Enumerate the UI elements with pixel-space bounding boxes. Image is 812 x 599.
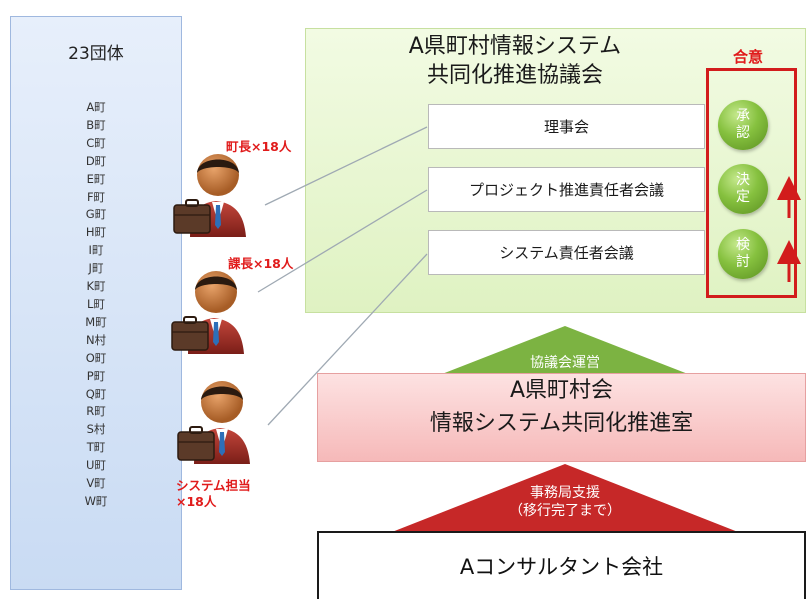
approve-label: 承認 (736, 108, 750, 141)
municipality-item: J町 (88, 261, 104, 276)
municipality-item: P町 (86, 368, 106, 383)
system-leaders-meeting-box: システム責任者会議 (428, 230, 705, 275)
consultant-box: Aコンサルタント会社 (317, 531, 806, 599)
secretariat-line1: A県町村会 (509, 378, 614, 403)
secretariat-line2: 情報システム共同化推進室 (429, 411, 694, 436)
decide-label: 決定 (736, 172, 750, 205)
staff-label-line2: ×18人 (176, 494, 217, 509)
board-meeting-box: 理事会 (428, 104, 705, 149)
municipality-panel: 23団体 A町 B町 C町 D町 E町 F町 G町 H町 I町 J町 K町 L町… (10, 16, 182, 590)
council-title-line2: 共同化推進協議会 (426, 63, 603, 88)
municipality-item: S村 (86, 422, 106, 437)
council-title: A県町村情報システム 共同化推進協議会 (360, 32, 670, 90)
project-leaders-meeting-box: プロジェクト推進責任者会議 (428, 167, 705, 212)
support-label: 事務局支援 （移行完了まで） (390, 484, 740, 520)
municipality-item: D町 (85, 153, 107, 168)
municipality-item: L町 (87, 296, 105, 311)
chief-connector (257, 189, 428, 293)
municipality-item: B町 (86, 117, 106, 132)
chief-count-label: 課長×18人 (228, 256, 294, 271)
municipality-item: W町 (84, 493, 108, 508)
staff-person-icon (177, 381, 250, 464)
municipality-item: F町 (86, 189, 106, 204)
agreement-label: 合意 (733, 48, 764, 66)
municipality-item: R町 (86, 404, 106, 419)
mayor-connector (264, 126, 428, 206)
municipality-item: E町 (86, 171, 106, 186)
secretariat-box (317, 373, 806, 462)
municipality-item: A町 (86, 100, 106, 114)
municipality-count-title: 23団体 (68, 44, 124, 64)
support-triangle (392, 464, 738, 532)
support-line1: 事務局支援 (530, 485, 600, 501)
municipality-item: G町 (85, 207, 107, 222)
municipality-item: H町 (85, 225, 107, 240)
municipality-item: O町 (85, 350, 107, 365)
staff-connector (267, 253, 428, 426)
operation-label: 協議会運営 (530, 355, 600, 371)
municipality-item: M町 (85, 314, 107, 329)
operation-triangle (442, 326, 688, 374)
approve-circle: 承認 (718, 100, 768, 150)
mayor-person-icon (173, 154, 246, 237)
municipality-item: T町 (86, 440, 106, 455)
secretariat-title: A県町村会 情報システム共同化推進室 (317, 374, 806, 440)
support-line2: （移行完了まで） (509, 503, 621, 519)
municipality-list: A町 B町 C町 D町 E町 F町 G町 H町 I町 J町 K町 L町 M町 N… (11, 99, 181, 511)
decide-circle: 決定 (718, 164, 768, 214)
municipality-item: K町 (86, 279, 106, 294)
municipality-item: V町 (86, 476, 106, 491)
staff-count-label: システム担当 ×18人 (176, 478, 251, 510)
council-title-line1: A県町村情報システム (408, 34, 622, 59)
mayor-count-label: 町長×18人 (226, 139, 292, 154)
municipality-item: U町 (86, 458, 106, 473)
staff-label-line1: システム担当 (176, 478, 251, 493)
review-circle: 検討 (718, 229, 768, 279)
municipality-item: I町 (88, 243, 104, 258)
municipality-item: N村 (85, 332, 107, 347)
chief-person-icon (171, 271, 244, 354)
review-label: 検討 (736, 237, 750, 270)
municipality-item: C町 (86, 135, 106, 150)
municipality-item: Q町 (85, 386, 107, 401)
